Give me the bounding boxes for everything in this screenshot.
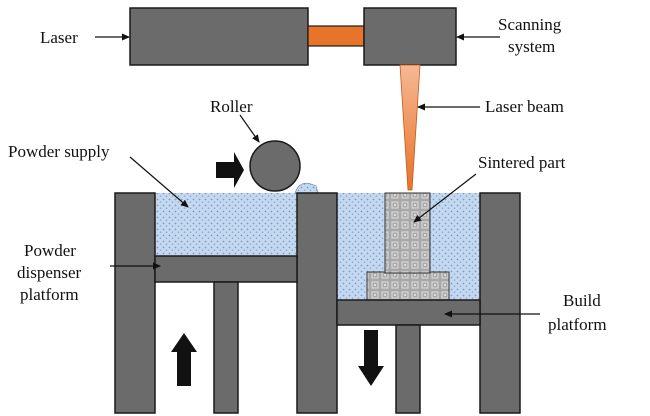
scanning-system-label-line2: system (508, 37, 555, 56)
powder-dispenser-label-line2: dispenser (17, 263, 82, 282)
roller-leader (239, 114, 260, 143)
powder-dispenser-label-line3: platform (20, 285, 79, 304)
sintered-part-column (384, 192, 431, 274)
center-wall (296, 192, 338, 414)
right-outer-wall (479, 192, 521, 414)
powder-heap (294, 182, 319, 194)
powder-dispenser-platform (154, 255, 298, 283)
roller (249, 140, 301, 192)
laser-label: Laser (40, 28, 78, 47)
sintered-part-label: Sintered part (478, 153, 566, 172)
build-platform-label-line2: platform (548, 315, 607, 334)
build-piston (395, 324, 421, 414)
laser-beam (399, 64, 421, 191)
laser-connector (307, 25, 365, 47)
arrow-right-icon (216, 152, 244, 188)
dispenser-piston (213, 281, 239, 414)
roller-label: Roller (210, 97, 253, 116)
laser-unit (129, 7, 309, 66)
laser-beam-label: Laser beam (485, 97, 564, 116)
powder-supply-label: Powder supply (8, 142, 110, 161)
arrow-up-icon (171, 333, 197, 386)
sintered-part-base (366, 271, 450, 301)
build-platform (336, 299, 481, 326)
powder-dispenser-label-line1: Powder (24, 241, 76, 260)
build-platform-label-line1: Build (563, 291, 601, 310)
scanning-system-label-line1: Scanning (498, 15, 562, 34)
sintered-part-leader (413, 173, 477, 223)
arrow-down-icon (358, 330, 384, 386)
scanning-system-unit (363, 7, 457, 66)
powder-supply-bed (155, 193, 297, 256)
left-outer-wall (114, 192, 156, 414)
powder-supply-leader (129, 156, 189, 208)
